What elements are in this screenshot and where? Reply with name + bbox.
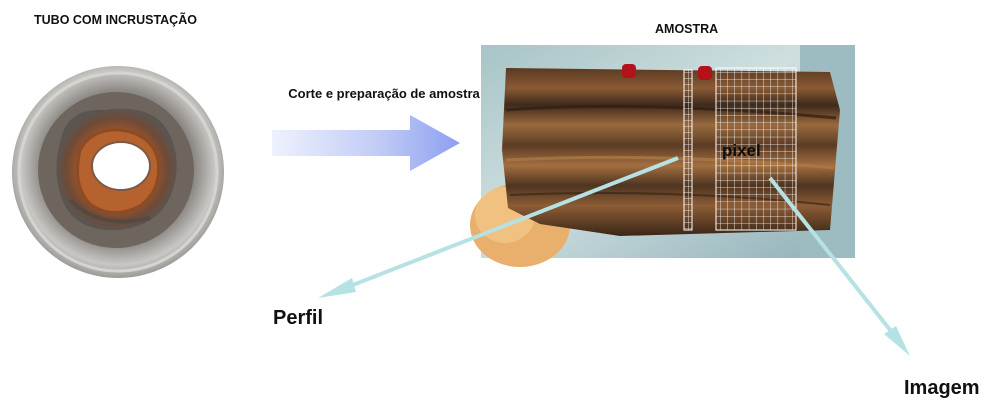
image-pointer xyxy=(768,176,910,356)
pipe-cross-section-image xyxy=(12,66,224,278)
process-label: Corte e preparação de amostra xyxy=(288,86,480,101)
process-arrow xyxy=(272,115,460,171)
profile-label: Perfil xyxy=(273,307,324,329)
pixel-label: pixel xyxy=(722,141,761,160)
sample-photo xyxy=(470,45,855,267)
image-label: Imagem xyxy=(904,377,980,399)
sample-title: AMOSTRA xyxy=(655,22,719,36)
profile-pointer xyxy=(318,156,679,298)
tube-title: TUBO COM INCRUSTAÇÃO xyxy=(34,13,197,27)
